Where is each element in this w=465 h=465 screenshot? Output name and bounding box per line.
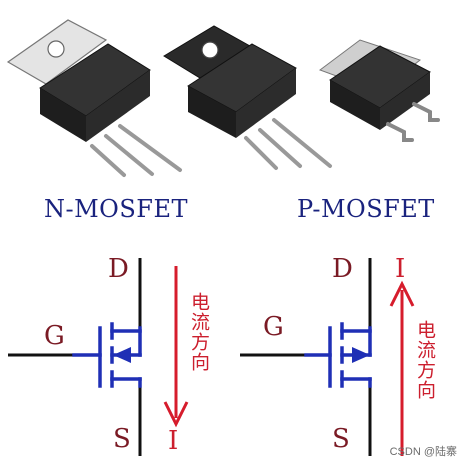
to220-package-left	[6, 19, 182, 177]
to220-package-middle	[163, 25, 332, 170]
watermark: CSDN @陆寨	[389, 446, 457, 458]
p-source-label: S	[332, 424, 350, 454]
n-drain-label: D	[108, 254, 129, 284]
p-mosfet-symbol	[240, 258, 372, 456]
package-illustrations	[6, 19, 440, 177]
d2pak-package-right	[318, 39, 440, 142]
n-source-label: S	[113, 424, 131, 454]
p-current-label: I	[395, 254, 406, 284]
n-gate-label: G	[44, 321, 65, 351]
p-current-arrow	[389, 280, 415, 456]
package-photos	[0, 0, 465, 195]
p-current-direction-label: 电流方向	[414, 320, 436, 400]
n-current-arrow	[163, 266, 189, 428]
n-mosfet-title: N-MOSFET	[44, 195, 188, 223]
p-gate-label: G	[263, 312, 284, 342]
n-current-direction-label: 电流方向	[188, 292, 210, 372]
p-mosfet-title: P-MOSFET	[297, 195, 435, 223]
n-current-label: I	[168, 426, 179, 456]
p-channel-arrow	[352, 347, 370, 363]
n-mosfet-symbol	[8, 258, 142, 456]
p-drain-label: D	[332, 254, 353, 284]
n-channel-arrow	[113, 347, 131, 363]
